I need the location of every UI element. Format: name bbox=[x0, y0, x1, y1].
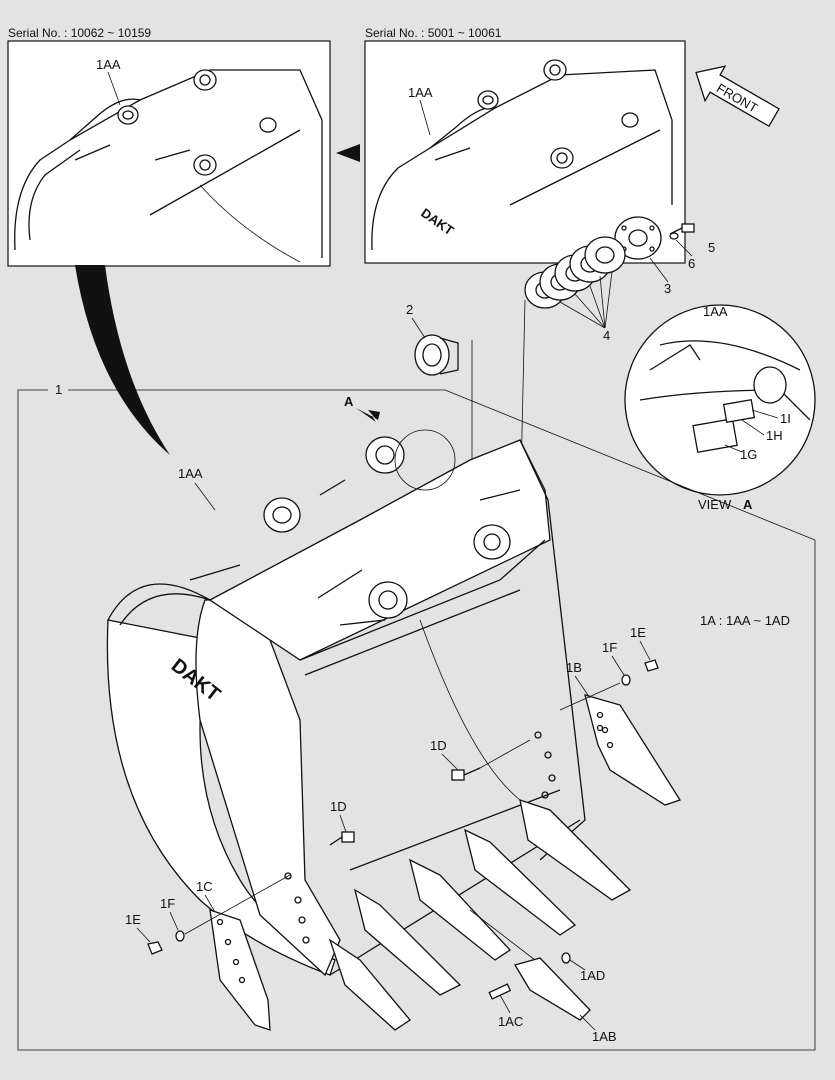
leader-1d-right bbox=[441, 753, 459, 771]
callout-1aa-inset-right: 1AA bbox=[408, 85, 433, 100]
callout-1ad: 1AD bbox=[580, 968, 605, 983]
bolt-1d-left bbox=[329, 831, 355, 846]
leader-1ac bbox=[499, 994, 511, 1014]
callout-1g: 1G bbox=[740, 447, 757, 462]
bucket-teeth bbox=[328, 799, 632, 1031]
callout-6: 6 bbox=[688, 256, 695, 271]
tooth-1ab-exploded bbox=[514, 957, 591, 1021]
callout-1: 1 bbox=[55, 382, 62, 397]
callout-1c: 1C bbox=[196, 879, 213, 894]
leader-3 bbox=[649, 257, 669, 283]
leader-1ad bbox=[569, 959, 586, 971]
leader-1c bbox=[204, 894, 216, 913]
view-a-letter: A bbox=[743, 497, 753, 512]
leader-1aa-main bbox=[194, 482, 216, 511]
leader-1-diagonal bbox=[444, 389, 816, 541]
plate-3 bbox=[614, 216, 662, 260]
leader-tooth-axis bbox=[469, 909, 536, 961]
pin-1ac bbox=[488, 983, 512, 1000]
leader-1h bbox=[741, 419, 765, 436]
callout-5: 5 bbox=[708, 240, 715, 255]
callout-1aa-view: 1AA bbox=[703, 304, 728, 319]
callout-1d-left: 1D bbox=[330, 799, 347, 814]
leader-1aa-inset-left bbox=[107, 71, 121, 106]
inset-left-bucket bbox=[14, 69, 323, 263]
nut-1e-left bbox=[147, 941, 163, 955]
callout-1aa-inset-left: 1AA bbox=[96, 57, 121, 72]
callout-1ac: 1AC bbox=[498, 1014, 523, 1029]
callout-1f-left: 1F bbox=[160, 896, 175, 911]
washer-1f-left bbox=[175, 930, 185, 942]
view-a-detail bbox=[624, 304, 816, 496]
washer-1f-right bbox=[621, 674, 631, 686]
assembly-frame bbox=[17, 389, 816, 1051]
leader-1d-left bbox=[339, 814, 347, 833]
serial-label-right: Serial No. : 5001 ~ 10061 bbox=[365, 26, 502, 40]
callout-1h: 1H bbox=[766, 428, 783, 443]
nut-1e-right bbox=[644, 659, 659, 672]
bushing-2 bbox=[414, 334, 459, 376]
leader-1e-left-axis bbox=[184, 874, 291, 935]
leaders-4 bbox=[559, 271, 613, 329]
leader-1b bbox=[574, 675, 591, 699]
view-arrow-label: A bbox=[344, 394, 354, 409]
side-cutter-1c bbox=[209, 909, 271, 1031]
serial-label-left: Serial No. : 10062 ~ 10159 bbox=[8, 26, 151, 40]
callout-1e-left: 1E bbox=[125, 912, 141, 927]
leader-2 bbox=[411, 317, 426, 339]
leader-1aa-inset-right bbox=[419, 99, 431, 136]
front-arrow: FRONT bbox=[695, 65, 780, 128]
bucket-main: DAKT bbox=[106, 429, 586, 977]
leader-1f-right bbox=[611, 655, 625, 676]
leader-1ab bbox=[579, 1014, 596, 1031]
leader-6 bbox=[675, 239, 693, 257]
view-a-title: VIEW bbox=[698, 497, 732, 512]
callout-4: 4 bbox=[603, 328, 610, 343]
inset-connector-arrow bbox=[75, 265, 170, 455]
leader-1e-right bbox=[639, 640, 651, 661]
callout-1d-right: 1D bbox=[430, 738, 447, 753]
callout-1e-right: 1E bbox=[630, 625, 646, 640]
retainer-1ad bbox=[561, 952, 571, 964]
bolt-1d-right bbox=[451, 767, 481, 781]
callout-3: 3 bbox=[664, 281, 671, 296]
leader-1i bbox=[751, 409, 779, 419]
leader-1f-left bbox=[169, 911, 179, 931]
callout-1aa-main: 1AA bbox=[178, 466, 203, 481]
view-arrow-icon bbox=[356, 408, 380, 422]
inset-box-left bbox=[7, 40, 331, 267]
inset-pointer-arrow bbox=[336, 144, 360, 162]
assembly-note: 1A : 1AA ~ 1AD bbox=[700, 613, 790, 628]
leader-1e-right-axis bbox=[559, 682, 621, 711]
side-cutter-1b bbox=[584, 694, 681, 806]
leader-1e-left bbox=[136, 927, 151, 943]
callout-1b: 1B bbox=[566, 660, 582, 675]
callout-2: 2 bbox=[406, 302, 413, 317]
callout-1i: 1I bbox=[780, 411, 791, 426]
leader-1g bbox=[724, 444, 743, 453]
washer-6 bbox=[669, 232, 679, 240]
leader-1d-right-axis bbox=[479, 739, 531, 769]
callout-1f-right: 1F bbox=[602, 640, 617, 655]
callout-1ab: 1AB bbox=[592, 1029, 617, 1044]
shims-4 bbox=[524, 236, 626, 309]
